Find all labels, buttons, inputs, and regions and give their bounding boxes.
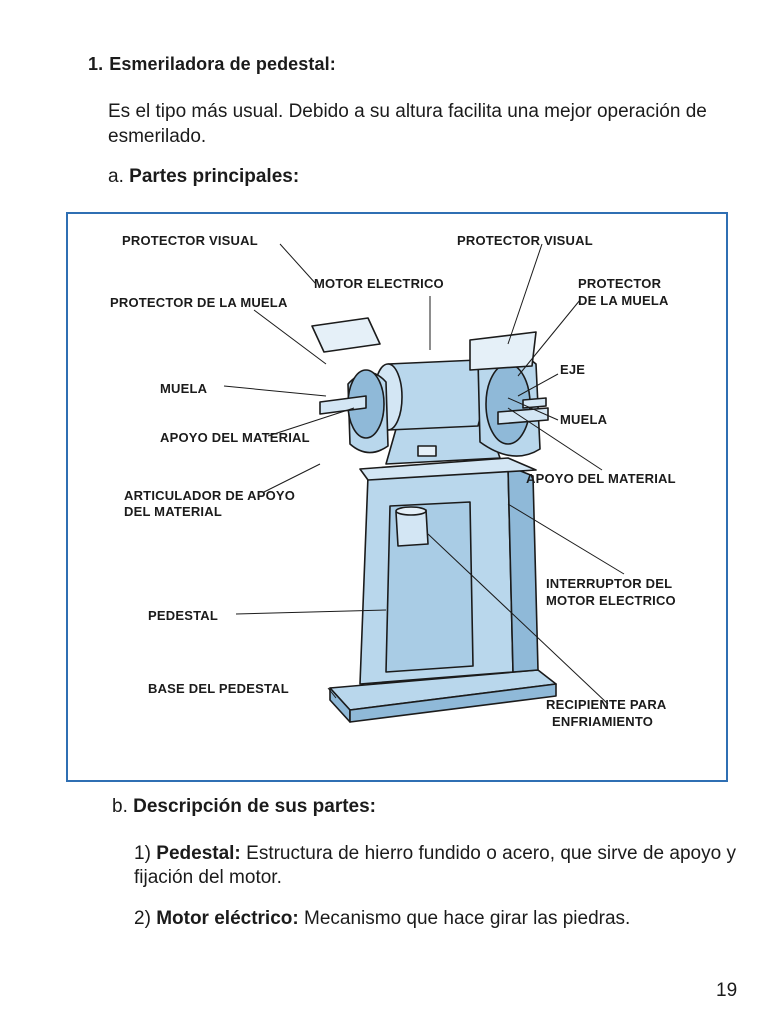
section-number: 1. [88, 54, 104, 74]
label-interruptor-1: INTERRUPTOR DEL [546, 576, 672, 591]
right-eye-shield [469, 331, 537, 371]
label-apoyo-left: APOYO DEL MATERIAL [160, 430, 310, 445]
pedestal-top [359, 457, 537, 481]
label-recipiente-1: RECIPIENTE PARA [546, 697, 667, 712]
label-protector-muela-right-2: DE LA MUELA [578, 293, 669, 308]
part-text: Estructura de hierro fundido o acero, qu… [134, 843, 737, 888]
section-title: Esmeriladora de pedestal: [109, 54, 336, 74]
label-protector-muela-left: PROTECTOR DE LA MUELA [110, 295, 288, 310]
subheading-title: Descripción de sus partes: [133, 796, 377, 817]
coolant-cup-rim [395, 506, 427, 516]
page-number: 19 [716, 980, 738, 1001]
part-number: 2) [134, 908, 151, 929]
label-protector-visual-left: PROTECTOR VISUAL [122, 233, 258, 248]
label-apoyo-right: APOYO DEL MATERIAL [526, 471, 676, 486]
grinder-illustration: PROTECTOR VISUAL PROTECTOR VISUAL MOTOR … [110, 233, 676, 729]
section-heading: 1.Esmeriladora de pedestal: [88, 54, 336, 75]
label-pedestal: PEDESTAL [148, 608, 218, 623]
label-muela-right: MUELA [560, 412, 608, 427]
shaft [522, 397, 547, 409]
part-description-item: 1) Pedestal: Estructura de hierro fundid… [134, 842, 736, 890]
right-tool-rest [497, 407, 549, 425]
label-recipiente-2: ENFRIAMIENTO [552, 714, 653, 729]
label-motor-electrico: MOTOR ELECTRICO [314, 276, 444, 291]
part-number: 1) [134, 843, 151, 864]
label-base-pedestal: BASE DEL PEDESTAL [148, 681, 289, 696]
part-name: Motor eléctrico: [156, 908, 299, 929]
subheading-parts-description: b. Descripción de sus partes: [112, 796, 376, 818]
subheading-main-parts: a. Partes principales: [108, 166, 299, 188]
subheading-title: Partes principales: [129, 166, 300, 187]
bench-grinder-diagram: PROTECTOR VISUAL PROTECTOR VISUAL MOTOR … [66, 212, 728, 782]
pedestal-side [507, 465, 539, 673]
subheading-letter: b. [112, 796, 128, 817]
left-eye-shield [311, 317, 381, 353]
label-articulador-2: DEL MATERIAL [124, 504, 222, 519]
label-muela-left: MUELA [160, 381, 208, 396]
subheading-letter: a. [108, 166, 124, 187]
part-name: Pedestal: [156, 843, 241, 864]
label-interruptor-2: MOTOR ELECTRICO [546, 593, 676, 608]
label-protector-visual-right: PROTECTOR VISUAL [457, 233, 593, 248]
label-eje: EJE [560, 362, 585, 377]
intro-paragraph: Es el tipo más usual. Debido a su altura… [108, 101, 707, 147]
label-protector-muela-right-1: PROTECTOR [578, 276, 662, 291]
pedestal-base-front [349, 683, 557, 723]
part-text: Mecanismo que hace girar las piedras. [304, 908, 631, 929]
label-articulador-1: ARTICULADOR DE APOYO [124, 488, 295, 503]
left-tool-rest [319, 395, 367, 415]
part-description-item: 2) Motor eléctrico: Mecanismo que hace g… [134, 907, 736, 931]
motor-switch [417, 445, 437, 457]
